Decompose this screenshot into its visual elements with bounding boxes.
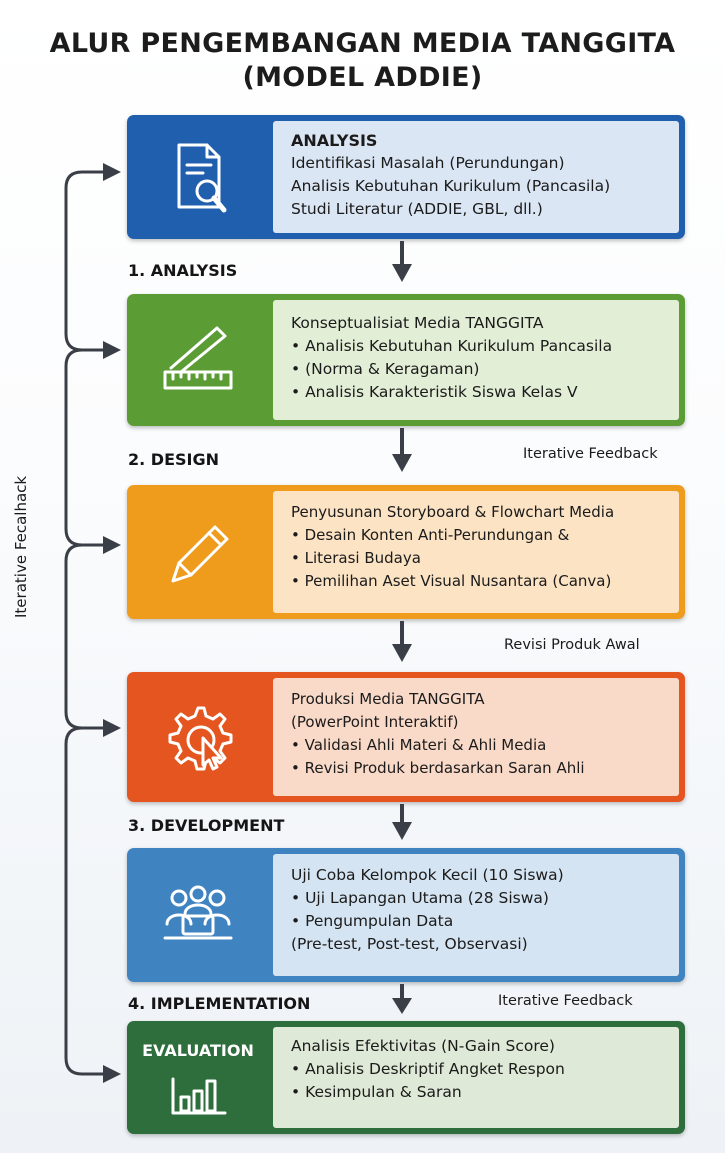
stage-evaluation-line: • Kesimpulan & Saran xyxy=(291,1083,462,1101)
stage-design-line: • Analisis Kebutuhan Kurikulum Pancasila xyxy=(291,337,613,355)
down-arrow xyxy=(392,428,412,472)
stage-development: Produksi Media TANGGITA (PowerPoint Inte… xyxy=(127,672,685,802)
stage-implementation-line: • Uji Lapangan Utama (28 Siswa) xyxy=(291,889,549,907)
group-users-icon xyxy=(127,848,269,982)
stage-storyboard-line: • Literasi Budaya xyxy=(291,549,421,567)
stage-design-line: Konseptualisiat Media TANGGITA xyxy=(291,314,544,332)
stage-implementation-line: • Pengumpulan Data xyxy=(291,912,454,930)
stage-analysis-line: Studi Literatur (ADDIE, GBL, dll.) xyxy=(291,200,543,218)
stage-storyboard: Penyusunan Storyboard & Flowchart Media … xyxy=(127,485,685,619)
pencil-icon xyxy=(127,485,269,619)
stage-storyboard-line: Penyusunan Storyboard & Flowchart Media xyxy=(291,503,615,521)
stage-design-text: Konseptualisiat Media TANGGITA • Analisi… xyxy=(273,300,679,420)
feedback-arrowheads xyxy=(103,163,121,1083)
bar-chart-icon: EVALUATION xyxy=(127,1021,269,1134)
feedback-loop-line xyxy=(64,170,105,1076)
phase-label-analysis: 1. ANALYSIS xyxy=(128,261,238,280)
stage-evaluation-text: Analisis Efektivitas (N-Gain Score) • An… xyxy=(273,1027,679,1128)
stage-design-line: • (Norma & Keragaman) xyxy=(291,360,480,378)
stage-analysis-text: ANALYSIS Identifikasi Masalah (Perundung… xyxy=(273,121,679,233)
down-arrow xyxy=(392,241,412,282)
stage-storyboard-text: Penyusunan Storyboard & Flowchart Media … xyxy=(273,491,679,613)
stage-evaluation-line: • Analisis Deskriptif Angket Respon xyxy=(291,1060,565,1078)
down-arrow xyxy=(392,984,412,1014)
stage-implementation-line: Uji Coba Kelompok Kecil (10 Siswa) xyxy=(291,866,564,884)
diagram-title-line1: ALUR PENGEMBANGAN MEDIA TANGGITA xyxy=(49,28,676,59)
feedback-label: Iterative Feedback xyxy=(498,993,633,1009)
gear-cursor-icon xyxy=(127,672,269,802)
evaluation-badge: EVALUATION xyxy=(142,1041,254,1060)
phase-label-design: 2. DESIGN xyxy=(128,450,219,469)
ruler-icon xyxy=(127,294,269,426)
feedback-label: Iterative Feedback xyxy=(523,446,658,462)
stage-implementation-text: Uji Coba Kelompok Kecil (10 Siswa) • Uji… xyxy=(273,854,679,976)
stage-analysis-line: Analisis Kebutuhan Kurikulum (Pancasila) xyxy=(291,177,611,195)
stage-implementation: Uji Coba Kelompok Kecil (10 Siswa) • Uji… xyxy=(127,848,685,982)
stage-analysis-heading: ANALYSIS xyxy=(291,131,378,150)
stage-storyboard-line: • Pemilihan Aset Visual Nusantara (Canva… xyxy=(291,572,612,590)
stage-development-line: Produksi Media TANGGITA xyxy=(291,690,485,708)
stage-implementation-line: (Pre-test, Post-test, Observasi) xyxy=(291,935,528,953)
phase-label-development: 3. DEVELOPMENT xyxy=(128,816,285,835)
document-search-icon xyxy=(127,115,269,239)
stage-evaluation-line: Analisis Efektivitas (N-Gain Score) xyxy=(291,1037,555,1055)
stage-development-line: (PowerPoint Interaktif) xyxy=(291,713,459,731)
stage-development-line: • Validasi Ahli Materi & Ahli Media xyxy=(291,736,547,754)
phase-label-implementation: 4. IMPLEMENTATION xyxy=(128,994,311,1013)
down-arrow xyxy=(392,621,412,662)
diagram-title-line2: (MODEL ADDIE) xyxy=(242,62,483,93)
stage-development-line: • Revisi Produk berdasarkan Saran Ahli xyxy=(291,759,585,777)
stage-design-line: • Analisis Karakteristik Siswa Kelas V xyxy=(291,383,578,401)
stage-evaluation: EVALUATION Analisis Efektivitas (N-Gain … xyxy=(127,1021,685,1134)
stage-analysis-line: Identifikasi Masalah (Perundungan) xyxy=(291,154,565,172)
down-arrow xyxy=(392,804,412,840)
stage-design: Konseptualisiat Media TANGGITA • Analisi… xyxy=(127,294,685,426)
revision-label: Revisi Produk Awal xyxy=(504,637,640,653)
stage-development-text: Produksi Media TANGGITA (PowerPoint Inte… xyxy=(273,678,679,796)
stage-analysis: ANALYSIS Identifikasi Masalah (Perundung… xyxy=(127,115,685,239)
stage-storyboard-line: • Desain Konten Anti-Perundungan & xyxy=(291,526,570,544)
